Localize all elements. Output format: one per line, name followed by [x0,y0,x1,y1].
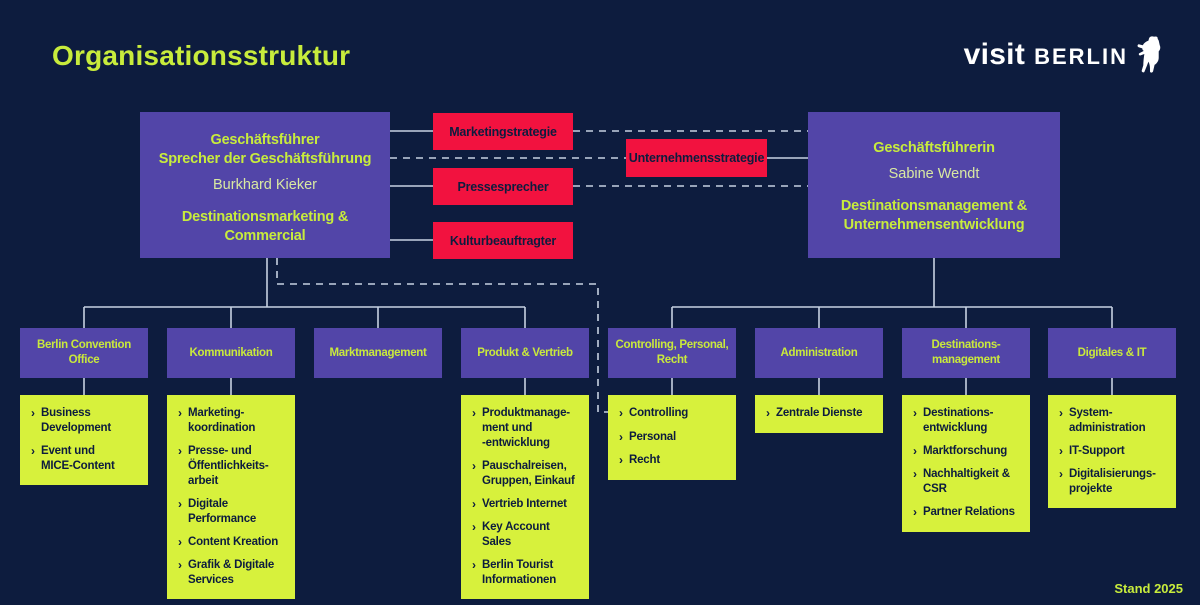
stand-date-label: Stand 2025 [1114,581,1183,596]
chevron-bullet-icon: › [1059,467,1063,482]
chevron-bullet-icon: › [31,406,35,420]
list-item: ›Content Kreation [178,534,279,549]
chevron-bullet-icon: › [1059,406,1063,420]
list-item: ›Business Development [31,406,112,434]
list-item: ›Nachhaltigkeit & CSR [913,467,1010,496]
chevron-bullet-icon: › [472,406,476,420]
exec-role: Geschäftsführerin [873,140,995,156]
chevron-bullet-icon: › [913,443,917,458]
exec-role: Sprecher der Geschäftsführung [158,151,372,167]
exec-box-right: Geschäftsführerin Sabine Wendt Destinati… [808,112,1060,258]
logo-text-berlin: BERLIN [1034,43,1128,69]
list-item: ›Marketing- koordination [178,406,256,434]
chevron-bullet-icon: › [178,558,182,573]
dept-box-destinationsmanagement: Destinations- management [902,328,1030,378]
chevron-bullet-icon: › [178,406,182,420]
dept-list-produkt-vertrieb: ›Produktmanage- ment und -entwicklung ›P… [461,395,589,600]
staff-box-kulturbeauftragter: Kulturbeauftragter [433,222,573,259]
list-item: ›Destinations- entwicklung [913,406,994,434]
exec-division: Destinationsmarketing & Commercial [181,209,349,244]
chevron-bullet-icon: › [913,505,917,520]
dept-box-produkt-vertrieb: Produkt & Vertrieb [461,328,589,378]
dept-box-kommunikation: Kommunikation [167,328,295,378]
list-item: ›System- administration [1059,406,1146,434]
dept-box-controlling-personal-recht: Controlling, Personal, Recht [608,328,736,378]
list-item: ›Digitalisierungs- projekte [1059,467,1156,496]
list-item: ›IT-Support [1059,443,1125,458]
list-item: ›Controlling [619,406,689,420]
exec-division: Destinationsmanagement & Unternehmensent… [840,198,1028,233]
list-item: ›Partner Relations [913,505,1015,520]
chevron-bullet-icon: › [472,496,476,511]
exec-name: Burkhard Kieker [213,177,317,193]
dept-list-destinationsmanagement: ›Destinations- entwicklung ›Marktforschu… [902,395,1030,532]
list-item: ›Marktforschung [913,443,1008,458]
dept-list-controlling-personal-recht: ›Controlling ›Personal ›Recht [608,395,736,480]
staff-box-marketingstrategie: Marketingstrategie [433,113,573,150]
list-item: ›Personal [619,429,676,444]
list-item: ›Recht [619,453,660,468]
list-item: ›Vertrieb Internet [472,496,567,511]
chevron-bullet-icon: › [178,443,182,458]
list-item: ›Grafik & Digitale Services [178,558,275,587]
chevron-bullet-icon: › [913,467,917,482]
page-title: Organisationsstruktur [52,40,351,71]
list-item: ›Pauschalreisen, Gruppen, Einkauf [472,458,575,487]
list-item: ›Event und MICE-Content [31,443,115,472]
chevron-bullet-icon: › [1059,443,1063,458]
chevron-bullet-icon: › [619,453,623,468]
dept-box-digitales-it: Digitales & IT [1048,328,1176,378]
list-item: ›Presse- und Öffentlichkeits- arbeit [178,443,269,487]
list-item: ›Berlin Tourist Informationen [472,558,557,587]
chevron-bullet-icon: › [178,534,182,549]
chevron-bullet-icon: › [472,458,476,473]
chevron-bullet-icon: › [766,406,770,420]
chevron-bullet-icon: › [619,406,623,420]
chevron-bullet-icon: › [178,496,182,511]
dept-box-administration: Administration [755,328,883,378]
chevron-bullet-icon: › [472,520,476,535]
chevron-bullet-icon: › [472,558,476,573]
staff-box-pressesprecher: Pressesprecher [433,168,573,205]
chevron-bullet-icon: › [31,443,35,458]
dept-box-marktmanagement: Marktmanagement [314,328,442,378]
dept-list-berlin-convention-office: ›Business Development ›Event und MICE-Co… [20,395,148,485]
exec-name: Sabine Wendt [888,166,980,182]
dept-list-digitales-it: ›System- administration ›IT-Support ›Dig… [1048,395,1176,509]
visit-berlin-logo: visit BERLIN [964,36,1164,74]
exec-role: Geschäftsführer [210,132,320,148]
list-item: ›Digitale Performance [178,496,257,525]
chevron-bullet-icon: › [913,406,917,420]
chevron-bullet-icon: › [619,429,623,444]
list-item: ›Produktmanage- ment und -entwicklung [472,406,570,449]
berlin-bear-icon [1137,36,1161,73]
dept-box-berlin-convention-office: Berlin Convention Office [20,328,148,378]
list-item: ›Zentrale Dienste [766,406,863,420]
staff-box-unternehmensstrategie: Unternehmensstrategie [626,139,767,177]
dept-list-administration: ›Zentrale Dienste [755,395,883,433]
list-item: ›Key Account Sales [472,520,550,549]
logo-text-visit: visit [963,38,1026,71]
dept-list-kommunikation: ›Marketing- koordination ›Presse- und Öf… [167,395,295,600]
exec-box-left: Geschäftsführer Sprecher der Geschäftsfü… [140,112,390,258]
